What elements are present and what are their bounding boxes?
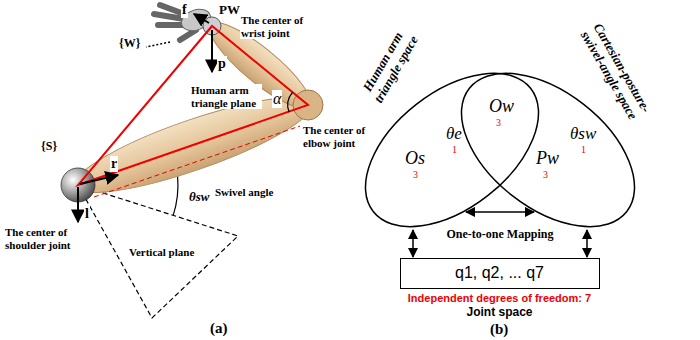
- angle-label: θsw: [188, 190, 210, 205]
- point-label: PW: [218, 3, 241, 18]
- dof-number: 3: [543, 169, 548, 181]
- space-symbol: Pw: [536, 148, 559, 169]
- frame-label: {W}: [118, 37, 141, 51]
- joint-note: The center of wrist joint: [240, 14, 312, 39]
- dof-note: Independent degrees of freedom: 7: [408, 292, 591, 305]
- joint-space-box: q1, q2, ... q7Independent degrees of fre…: [400, 258, 600, 289]
- space-symbol: Ow: [489, 96, 514, 117]
- dof-number: 3: [413, 169, 418, 181]
- panel-label: (b): [490, 321, 508, 338]
- vector-label: f: [181, 2, 188, 18]
- dof-number: 1: [581, 144, 586, 156]
- mapping-arrow: [412, 230, 414, 257]
- mapping-arrow: [466, 211, 534, 213]
- plane-note: Vertical plane: [128, 246, 195, 259]
- frame-label: {S}: [40, 140, 58, 154]
- angle-note: Swivel angle: [214, 186, 274, 199]
- space-heading: Cartesian-posture-swivel-angle space: [573, 13, 658, 130]
- space-symbol: θsw: [570, 124, 596, 144]
- dof-number: 3: [496, 117, 501, 129]
- angle-arc: [288, 92, 293, 112]
- angle-label: α: [272, 90, 282, 108]
- frame-axis: [146, 42, 170, 47]
- panel-label: (a): [210, 320, 228, 337]
- joint-note: The center of shoulder joint: [4, 226, 76, 251]
- mapping-label: One-to-one Mapping: [445, 228, 554, 242]
- vector-label: l: [84, 206, 90, 222]
- space-symbol: θe: [446, 124, 462, 144]
- vector-label: p: [217, 56, 227, 72]
- space-name: Joint space: [466, 305, 532, 319]
- space-heading: Human arm triangle space: [353, 17, 427, 115]
- arm-triangle: [78, 26, 308, 185]
- mapping-arrow: [586, 230, 588, 257]
- dof-number: 1: [452, 144, 457, 156]
- space-symbol: Os: [405, 148, 425, 169]
- vector-label: r: [110, 156, 118, 172]
- joint-variables: q1, q2, ... q7: [455, 264, 544, 282]
- vectors: [78, 14, 212, 222]
- plane-note: Human arm triangle plane: [190, 84, 262, 109]
- joint-note: The center of elbow joint: [302, 124, 374, 149]
